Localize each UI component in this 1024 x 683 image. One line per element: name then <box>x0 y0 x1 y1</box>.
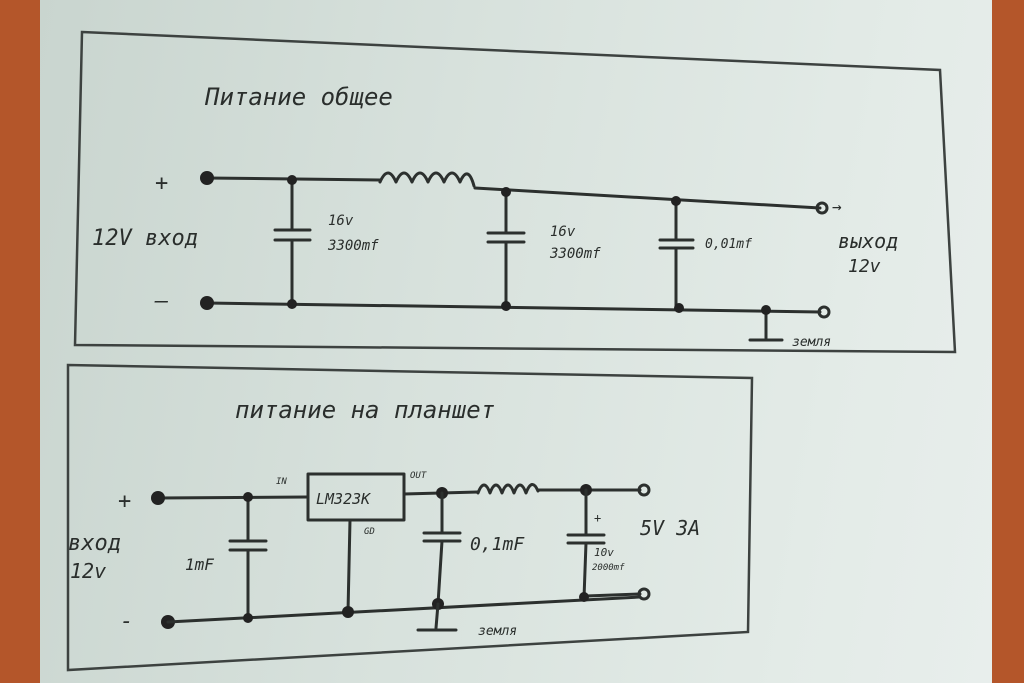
regulator-ic <box>306 472 406 522</box>
bottom-input-voltage: 12v <box>70 559 106 583</box>
top-cap1-voltage: 16v <box>328 213 354 229</box>
top-plus-rail <box>205 176 822 210</box>
top-cap3-value: 0,01mf <box>705 237 752 252</box>
bottom-cap1 <box>228 495 268 621</box>
bottom-minus: - <box>120 609 133 634</box>
paper-sheet <box>40 0 992 683</box>
top-cap3 <box>658 199 695 310</box>
bottom-plus: + <box>118 489 131 514</box>
top-cap1-value: 3300mf <box>327 238 379 254</box>
bottom-cap3-voltage: 10v <box>594 546 614 559</box>
top-title: Питание общее <box>204 83 393 111</box>
bottom-cap3-value: 2000mf <box>592 563 625 573</box>
top-cap2 <box>486 190 526 308</box>
pin-gnd-label: GD <box>364 527 375 537</box>
top-ground-label: земля <box>792 335 831 350</box>
inductor <box>378 171 476 188</box>
bottom-cap3 <box>566 488 606 600</box>
top-cap2-voltage: 16v <box>550 224 576 240</box>
bottom-cap1-value: 1mF <box>185 555 214 574</box>
bottom-ground-label: земля <box>478 624 517 639</box>
bottom-ground-rail <box>166 595 642 624</box>
top-output-voltage: 12v <box>848 256 881 277</box>
bottom-inductor <box>476 483 540 495</box>
regulator-label: LM323K <box>316 490 371 508</box>
regulator-gnd-wire <box>346 518 352 614</box>
bottom-ground-symbol <box>416 602 458 632</box>
pin-in-label: IN <box>276 477 287 487</box>
bottom-box-border <box>66 363 754 672</box>
svg-text:→: → <box>832 197 842 216</box>
bottom-cap2 <box>422 491 462 606</box>
top-output-label: выход <box>838 229 898 253</box>
top-box-border <box>73 30 957 354</box>
bottom-input-label: вход <box>68 531 121 556</box>
bottom-output-label: 5V 3A <box>640 516 700 540</box>
bottom-title: питание на планшет <box>235 396 495 424</box>
svg-text:+: + <box>594 511 601 525</box>
bottom-cap2-value: 0,1mF <box>470 534 525 555</box>
top-input-label: 12V вход <box>92 226 198 251</box>
top-minus: — <box>154 289 168 314</box>
pin-out-label: OUT <box>410 471 427 481</box>
top-cap1 <box>273 178 312 306</box>
top-ground-rail <box>205 301 822 314</box>
top-cap2-value: 3300mf <box>549 246 601 262</box>
bottom-input-rail <box>156 495 310 500</box>
top-plus: + <box>155 171 168 196</box>
